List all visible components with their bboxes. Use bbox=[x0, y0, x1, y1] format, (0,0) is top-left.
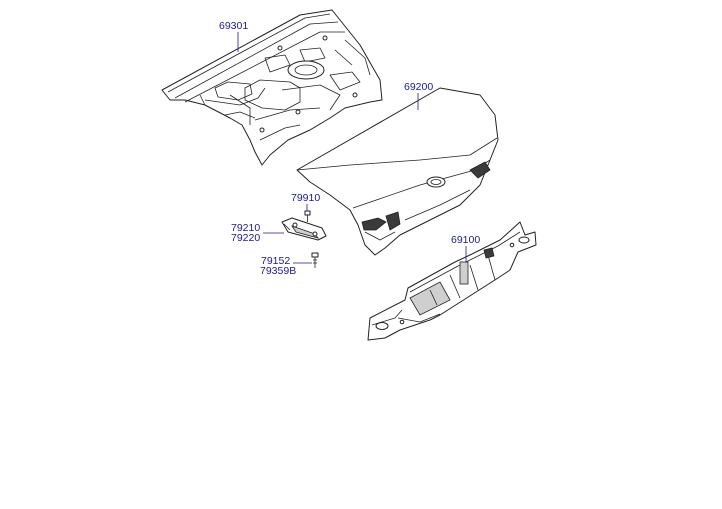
latch-assembly[interactable] bbox=[281, 217, 327, 241]
label-79210-79220: 79210 79220 bbox=[231, 222, 284, 244]
part-number: 79220 bbox=[231, 232, 260, 244]
part-number: 69301 bbox=[219, 20, 248, 32]
part-number: 79210 bbox=[231, 222, 260, 234]
rear-panel[interactable] bbox=[367, 221, 537, 341]
bolt-79152[interactable] bbox=[311, 252, 319, 268]
label-69301: 69301 bbox=[219, 20, 248, 52]
part-number: 69200 bbox=[404, 81, 433, 93]
bolt-79910[interactable] bbox=[304, 210, 311, 222]
part-number: 69100 bbox=[451, 234, 480, 246]
label-79910: 79910 bbox=[291, 192, 320, 211]
label-79152-79359B: 79152 79359B bbox=[260, 255, 312, 277]
part-number: 79910 bbox=[291, 192, 320, 204]
label-69200: 69200 bbox=[404, 81, 433, 110]
label-69100: 69100 bbox=[451, 234, 480, 262]
part-number: 79359B bbox=[260, 265, 296, 277]
rear-package-tray[interactable] bbox=[161, 9, 383, 166]
trunk-lid[interactable] bbox=[296, 87, 499, 256]
part-number: 79152 bbox=[261, 255, 290, 267]
